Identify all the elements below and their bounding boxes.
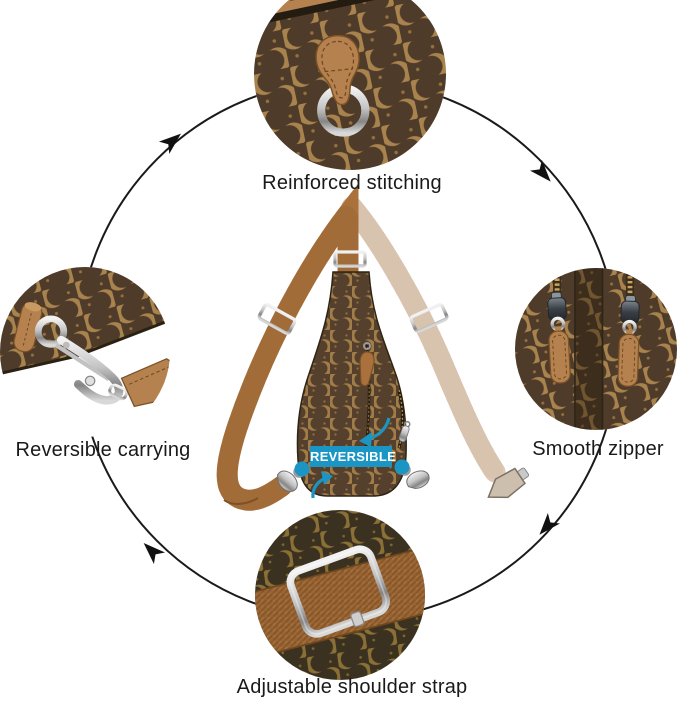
attachment-dot-left [294,461,310,477]
reinforced-stitching-photo [254,0,446,170]
feature-label-reversible-carrying: Reversible carrying [15,439,191,461]
cycle-arrowhead-bottom-right-icon [539,512,560,535]
clasp-right-icon [399,464,430,489]
zipper-ring-icon [363,342,371,350]
feature-label-reinforced-stitching: Reinforced stitching [262,172,442,194]
strap-tip-beige [487,467,530,499]
strap-link-icon [108,383,129,401]
reversible-carrying-photo [0,267,170,408]
callout-reversible-carrying [0,267,170,437]
adjustable-strap-photo [255,510,425,680]
callout-adjustable-strap [255,510,425,680]
cycle-arrowhead-bottom-left-icon [143,542,166,565]
callout-smooth-zipper [515,268,677,430]
zipper-pull-icon [359,351,375,387]
flip-arrow-upper-head-icon [359,432,372,447]
attachment-dot-right [394,459,410,475]
side-zipper-pull-icon [398,420,411,443]
strap-curl-brown [223,497,259,505]
snap-hook-icon [34,315,124,405]
zipper-pull-left-icon [547,291,571,384]
feature-label-smooth-zipper: Smooth zipper [532,438,664,460]
shoulder-strap-beige [341,196,530,499]
strap-end-tan [120,358,170,408]
strap-slider-right-icon [409,303,449,333]
side-zipper [397,389,411,449]
strap-top-slider-icon [333,250,367,268]
center-strap-strip [574,268,603,430]
callout-reinforced-stitching [254,0,446,170]
cycle-arrowhead-top-left-icon [158,133,181,154]
cycle-arrowhead-top-right-icon [530,159,551,182]
strap-slider-left-icon [257,303,297,335]
zipper-pull-right-icon [617,295,640,387]
leather-tab-icon [315,35,360,106]
flip-arrow-lower-head-icon [321,471,333,485]
feature-label-adjustable-shoulder-strap: Adjustable shoulder strap [236,676,468,698]
rotation-arrowheads [143,133,560,565]
slider-buckle-icon [286,545,391,638]
shoulder-strap-brown [216,183,359,511]
reversible-badge: REVERSIBLE [310,446,396,467]
smooth-zipper-photo [515,268,677,430]
